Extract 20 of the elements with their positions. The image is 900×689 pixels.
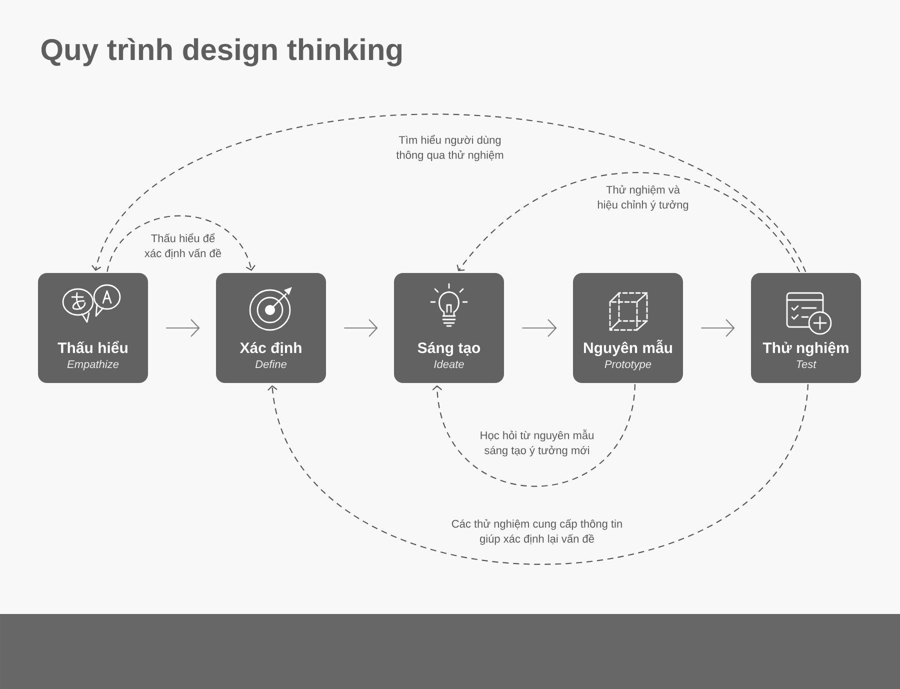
process-box: Xác định Define (216, 273, 326, 383)
arrow (344, 319, 378, 337)
curved-arrow (92, 114, 806, 272)
curved-arrow (106, 215, 256, 272)
process-box: Thấu hiểu Empathize (38, 273, 148, 383)
curved-arrow (432, 384, 636, 487)
arrow (701, 319, 735, 337)
arrow (522, 319, 557, 337)
edge-label: Tìm hiểu người dùng thông qua thử nghiệm (396, 134, 504, 162)
curved-arrow (456, 172, 800, 272)
process-box: Sáng tạo Ideate (394, 273, 504, 383)
arrow (166, 319, 200, 337)
curved-arrow (268, 384, 808, 565)
edge-label: Thử nghiệm và hiệu chỉnh ý tưởng (598, 185, 688, 211)
process-box: Nguyên mẫu Prototype (573, 273, 683, 383)
edge-label: Thấu hiểu để xác định vấn đề (144, 233, 222, 259)
process-box: Thử nghiệm Test (751, 273, 861, 383)
title: Quy trình design thinking (41, 38, 402, 66)
edge-label: Học hỏi từ nguyên mẫu sáng tạo ý tưởng mới (480, 430, 594, 456)
edge-label: Các thử nghiệm cung cấp thông tin giúp xác định lại vấn đề (452, 519, 622, 545)
